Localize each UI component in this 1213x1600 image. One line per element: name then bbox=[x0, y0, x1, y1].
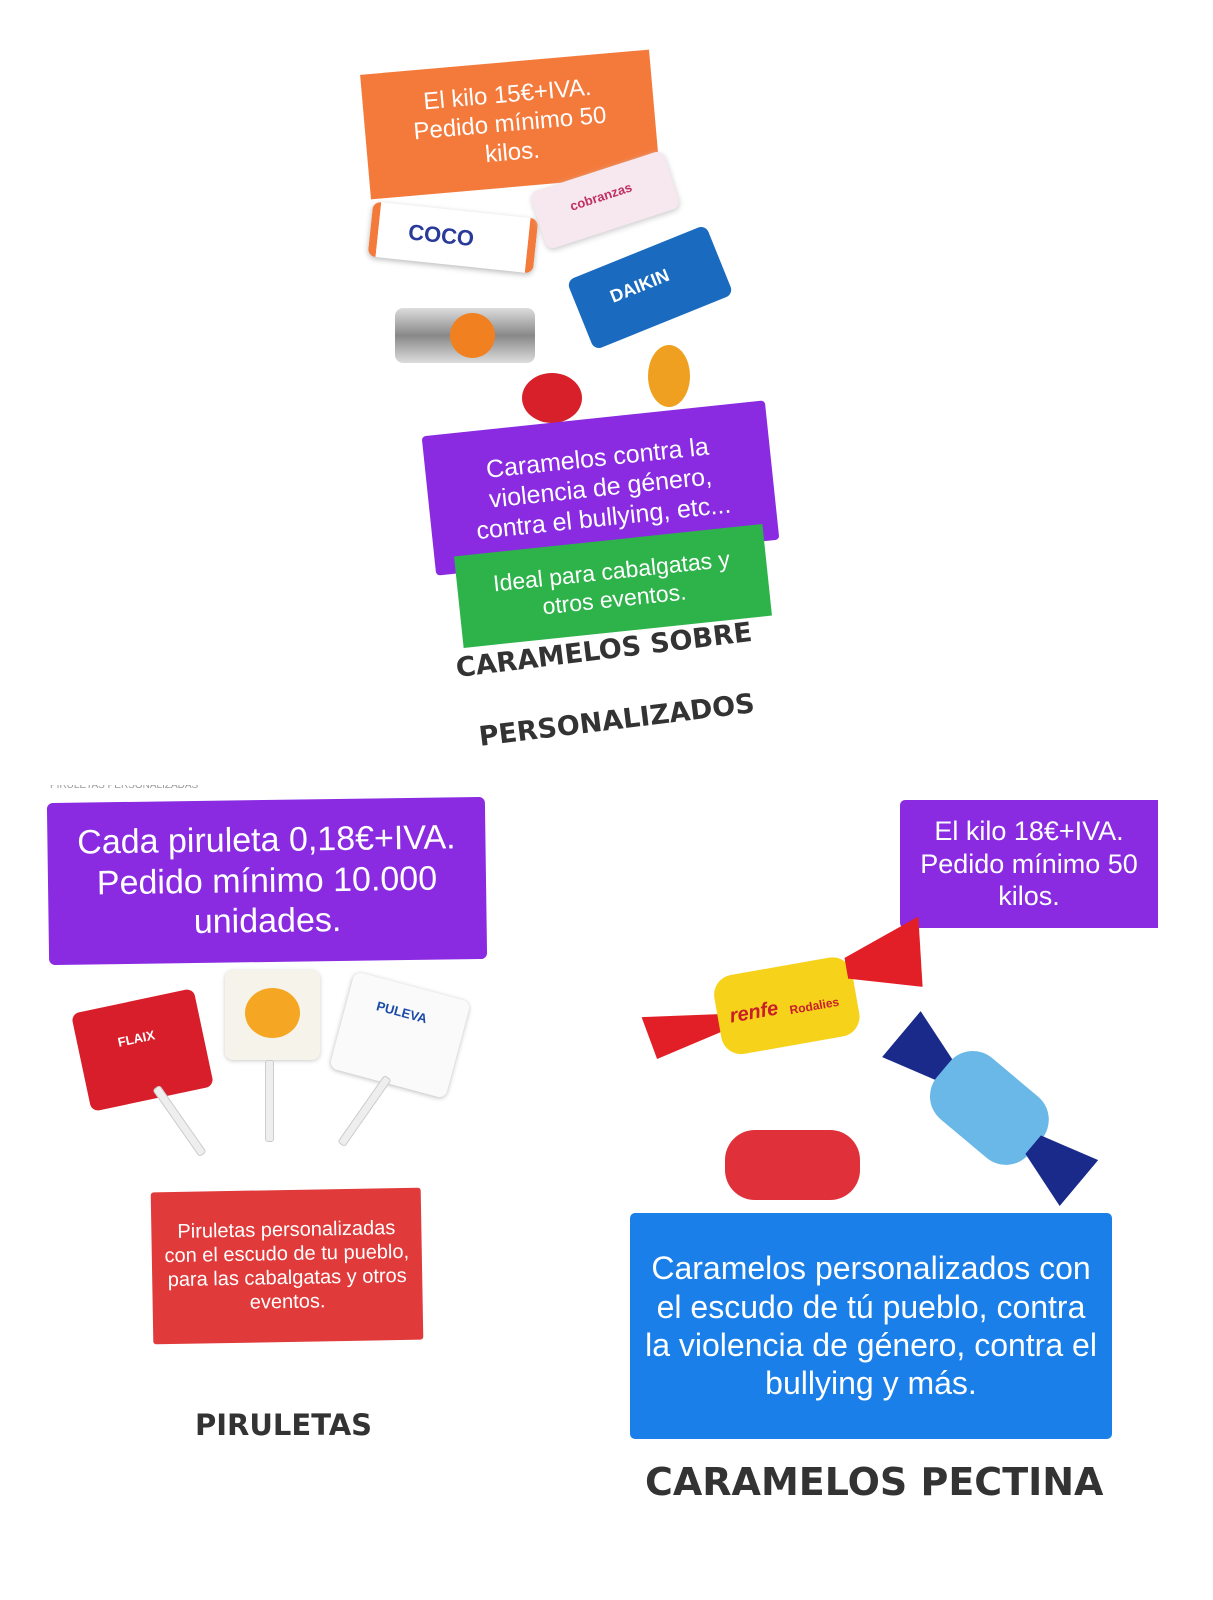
info-tag-pectina: Caramelos personalizados con el escudo d… bbox=[630, 1213, 1112, 1439]
info-tag-piruletas: Piruletas personalizadas con el escudo d… bbox=[150, 1187, 424, 1345]
info-text: Piruletas personalizadas con el escudo d… bbox=[164, 1217, 410, 1314]
candy-wrapper-daikin: DAIKIN bbox=[566, 224, 734, 351]
title-piruletas: PIRULETAS bbox=[195, 1408, 373, 1442]
wrapper-label: Rodalies bbox=[788, 994, 841, 1018]
candy-wrapper-coco: COCO bbox=[367, 201, 539, 274]
wrapper-label: DAIKIN bbox=[607, 264, 673, 307]
wrapper-label: cobranzas bbox=[568, 179, 634, 214]
price-text: El kilo 15€+IVA. Pedido mínimo 50 kilos. bbox=[412, 74, 608, 169]
orange-jelly-candy bbox=[648, 345, 690, 407]
price-tag-pectina: El kilo 18€+IVA. Pedido mínimo 50 kilos. bbox=[900, 800, 1158, 928]
wrapper-label: COCO bbox=[407, 219, 476, 252]
red-jelly-candy bbox=[522, 373, 582, 423]
red-pectina-candy bbox=[725, 1130, 860, 1200]
lollipop-flaix: FLAIX bbox=[70, 988, 225, 1170]
info-text: Caramelos personalizados con el escudo d… bbox=[645, 1250, 1097, 1402]
title-personalizados: PERSONALIZADOS bbox=[477, 688, 757, 753]
title-caramelos-pectina: CARAMELOS PECTINA bbox=[645, 1460, 1104, 1504]
price-tag-piruletas: Cada piruleta 0,18€+IVA. Pedido mínimo 1… bbox=[46, 796, 488, 966]
lollipop-orange bbox=[225, 970, 325, 1150]
wrapper-label: renfe bbox=[727, 997, 780, 1028]
event-text: Ideal para cabalgatas y otros eventos. bbox=[491, 546, 732, 620]
wrapper-label: PULEVA bbox=[374, 998, 429, 1027]
price-text: Cada piruleta 0,18€+IVA. Pedido mínimo 1… bbox=[76, 818, 456, 942]
wrapper-label: FLAIX bbox=[116, 1027, 157, 1050]
clipped-caption: PIRULETAS PERSONALIZADAS bbox=[50, 785, 199, 791]
lollipop-puleva: PULEVA bbox=[329, 971, 480, 1160]
price-text: El kilo 18€+IVA. Pedido mínimo 50 kilos. bbox=[920, 816, 1138, 912]
top-section: El kilo 15€+IVA. Pedido mínimo 50 kilos.… bbox=[340, 40, 800, 760]
candy-wrapper-silver bbox=[395, 308, 535, 363]
